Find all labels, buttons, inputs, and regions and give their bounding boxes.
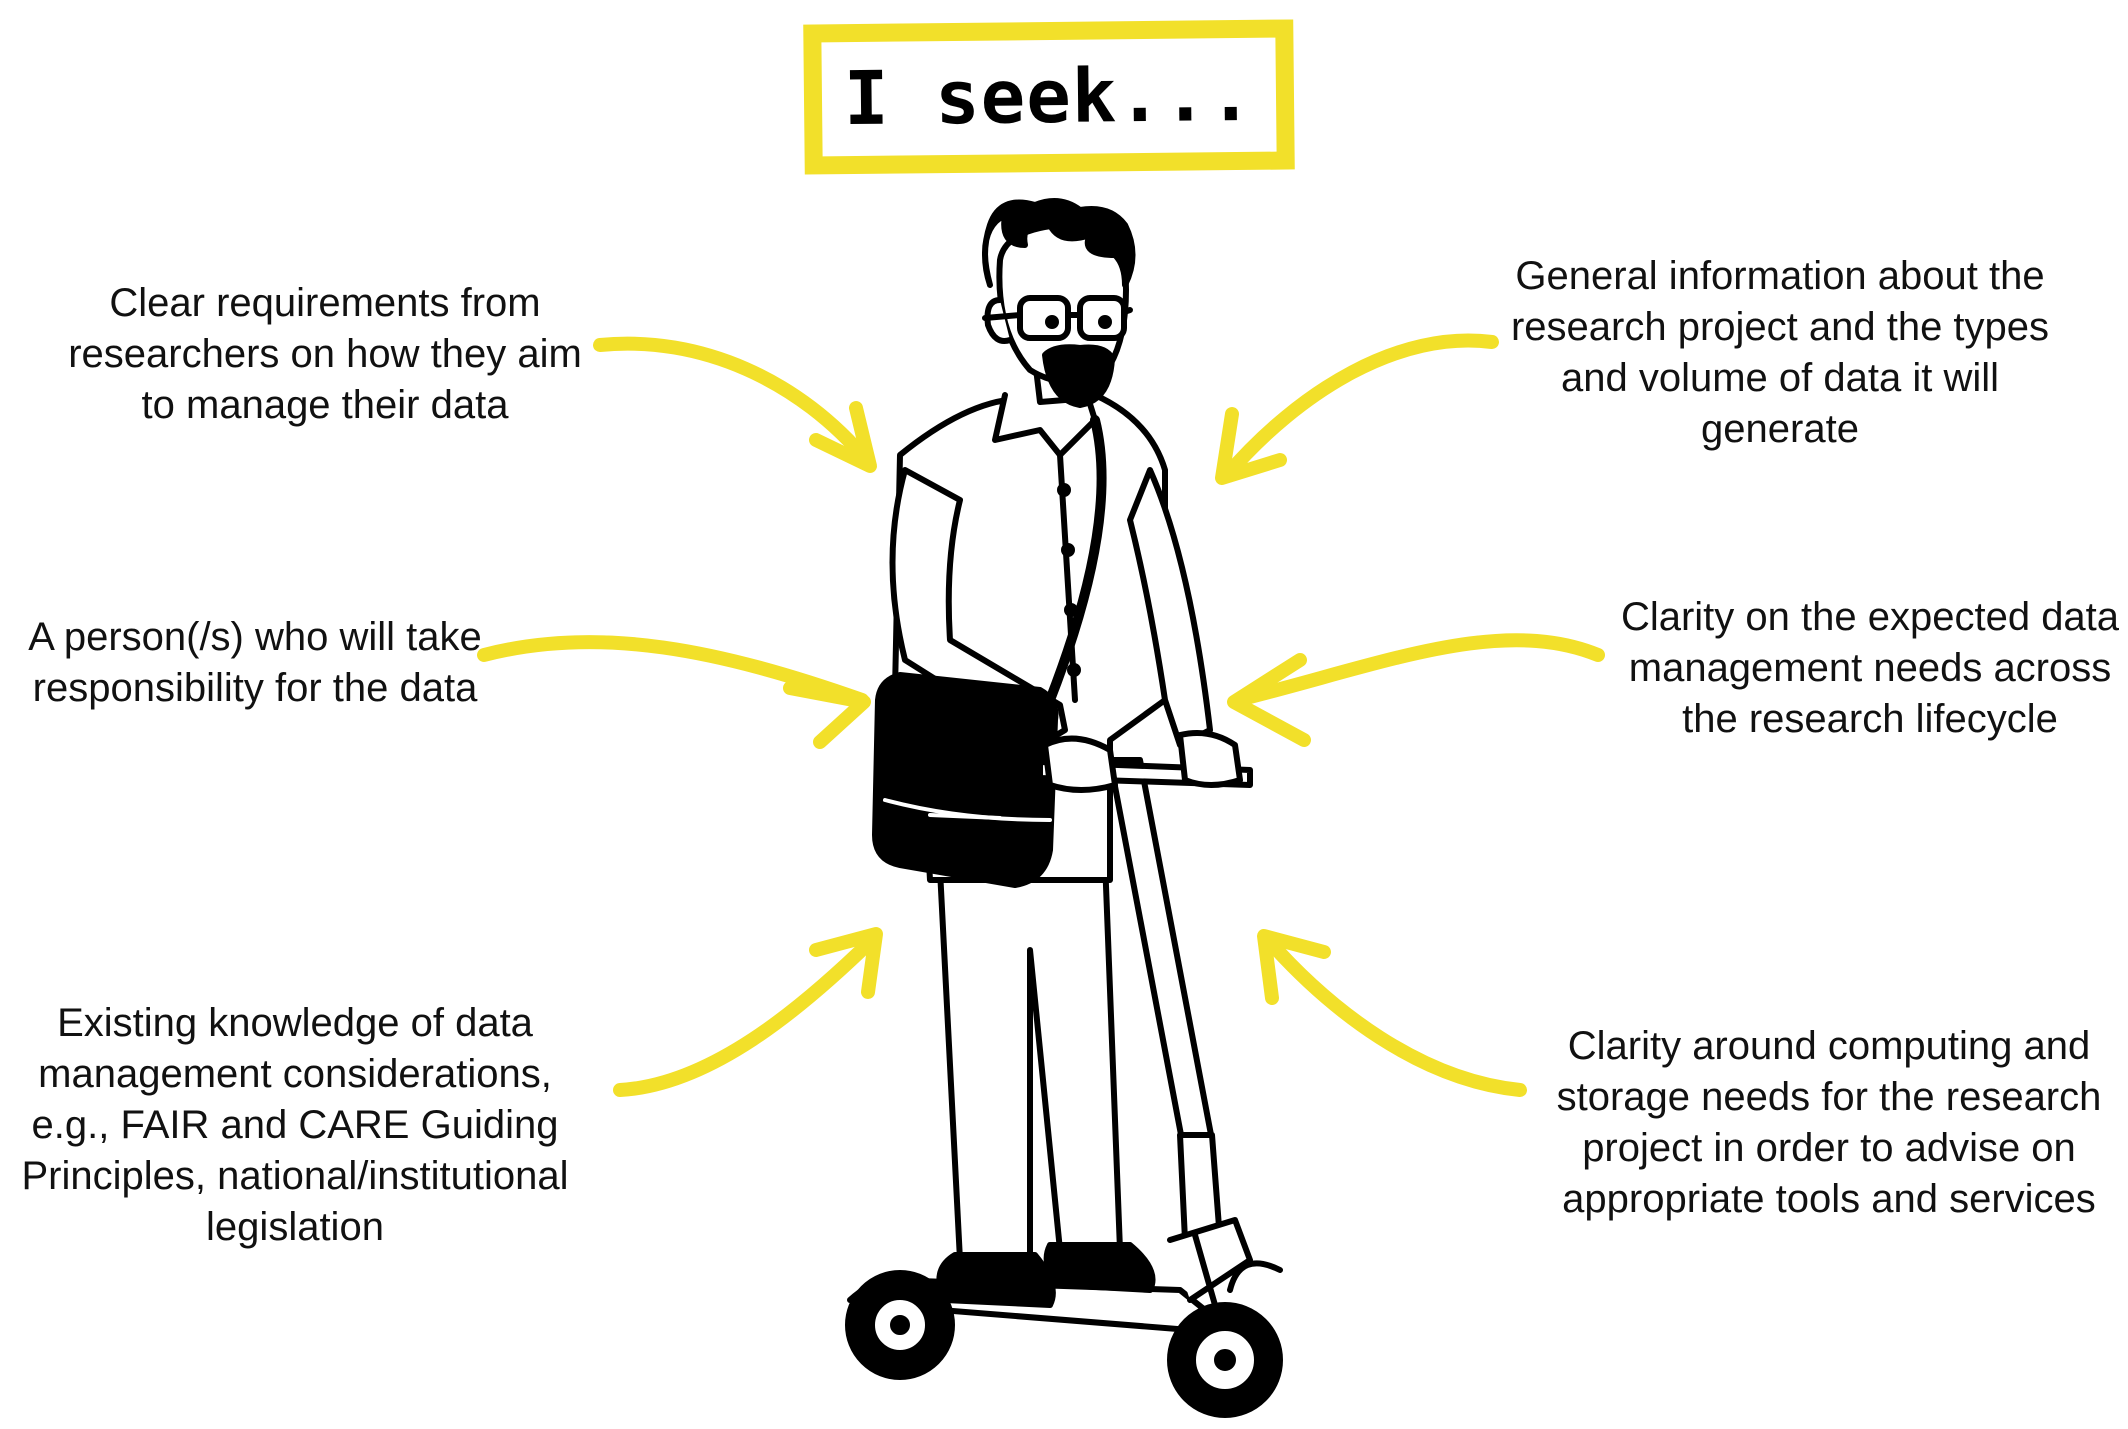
arrow-icon xyxy=(613,927,883,1097)
note-right-lifecycle: Clarity on the expected data management … xyxy=(1620,595,2120,741)
note-left-requirements: Clear requirements from researchers on h… xyxy=(68,281,582,427)
note-left-responsibility: A person(/s) who will take responsibilit… xyxy=(28,615,482,710)
arrow-icon xyxy=(1257,929,1527,1097)
note-right-computing: Clarity around computing and storage nee… xyxy=(1556,1024,2102,1221)
arrow-icon xyxy=(1215,333,1499,485)
arrow-icon xyxy=(477,635,871,749)
note-left-knowledge: Existing knowledge of data management co… xyxy=(21,1001,569,1249)
note-right-project-info: General information about the research p… xyxy=(1510,254,2050,451)
arrow-icon xyxy=(593,336,877,473)
arrow-icon xyxy=(1227,633,1605,747)
